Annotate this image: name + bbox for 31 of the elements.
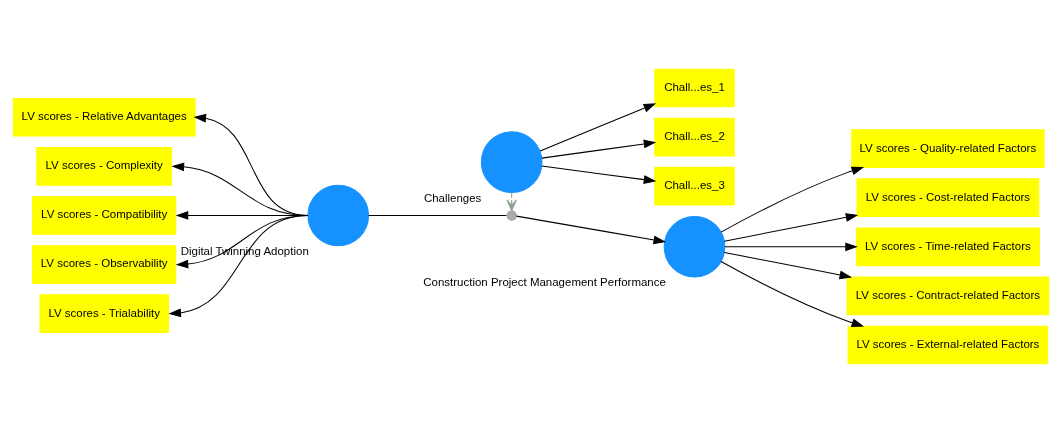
node-box: LV scores - Cost-related Factors — [856, 177, 1040, 217]
arrow — [720, 166, 865, 233]
node-box: LV scores - External-related Factors — [847, 325, 1049, 364]
node-circle — [663, 215, 726, 278]
node-box: LV scores - Time-related Factors — [855, 226, 1040, 266]
node-box: LV scores - Compatibility — [32, 195, 177, 235]
arrow — [539, 102, 657, 151]
arrow — [720, 260, 865, 327]
node-box: LV scores - Relative Advantages — [12, 97, 196, 137]
arrow — [168, 214, 309, 317]
node-box: Chall...es_3 — [654, 166, 735, 206]
node-box: Chall...es_2 — [654, 117, 735, 156]
node-box: LV scores - Observability — [32, 244, 177, 284]
arrow — [541, 139, 657, 159]
node-circle — [506, 209, 517, 221]
arrow — [515, 215, 667, 244]
node-label: Challenges — [423, 191, 482, 204]
node-box: LV scores - Complexity — [36, 146, 173, 186]
arrow — [541, 165, 657, 184]
arrow — [506, 191, 517, 211]
node-box: LV scores - Quality-related Factors — [851, 128, 1045, 168]
node-box: LV scores - Trialability — [39, 293, 169, 333]
connector — [368, 214, 508, 216]
node-label: Construction Project Management Performance — [423, 275, 666, 288]
node-box: LV scores - Contract-related Factors — [846, 276, 1050, 315]
arrow — [724, 241, 858, 251]
node-circle — [307, 184, 370, 246]
node-box: Chall...es_1 — [654, 68, 735, 107]
node-circle — [480, 130, 543, 193]
arrow — [723, 212, 859, 242]
arrow — [723, 251, 853, 279]
